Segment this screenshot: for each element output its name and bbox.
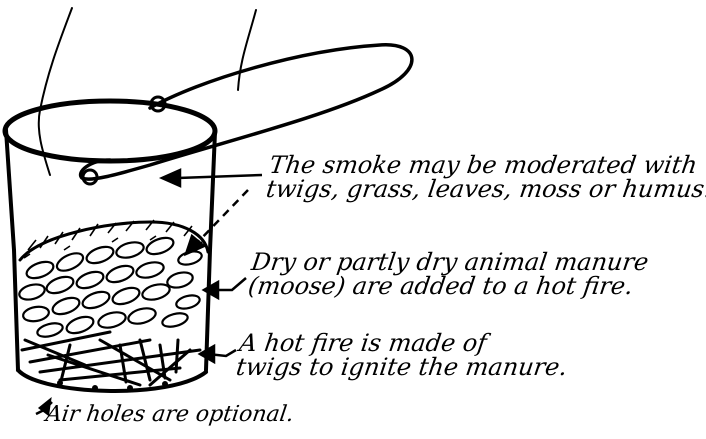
smoke-annotation-line1: The smoke may be moderated with [268,153,706,177]
airholes-annotation-text: Air holes are optional. [44,404,295,426]
can-side-left [6,130,18,370]
manure-annotation-line2: (moose) are added to a hot fire. [247,274,647,298]
smoke-annotation: The smoke may be moderated with twigs, g… [265,153,706,201]
smoke-arrow [178,175,262,178]
manure-annotation: Dry or partly dry animal manure (moose) … [247,250,650,298]
fire-annotation: A hot fire is made of twigs to ignite th… [235,331,573,379]
can-rim [5,101,215,161]
hanging-wire-left [39,8,72,175]
smoke-annotation-line2: twigs, grass, leaves, moss or humus. [265,177,706,201]
manure-pellets [18,235,204,340]
twig-fire [22,332,200,385]
manure-annotation-line1: Dry or partly dry animal manure [250,250,650,274]
fire-annotation-line2: twigs to ignite the manure. [235,355,569,379]
airholes-annotation: Air holes are optional. [44,404,295,426]
fire-annotation-line1: A hot fire is made of [238,331,572,355]
can-bottom [18,370,206,391]
hanging-wire-right [238,10,256,90]
